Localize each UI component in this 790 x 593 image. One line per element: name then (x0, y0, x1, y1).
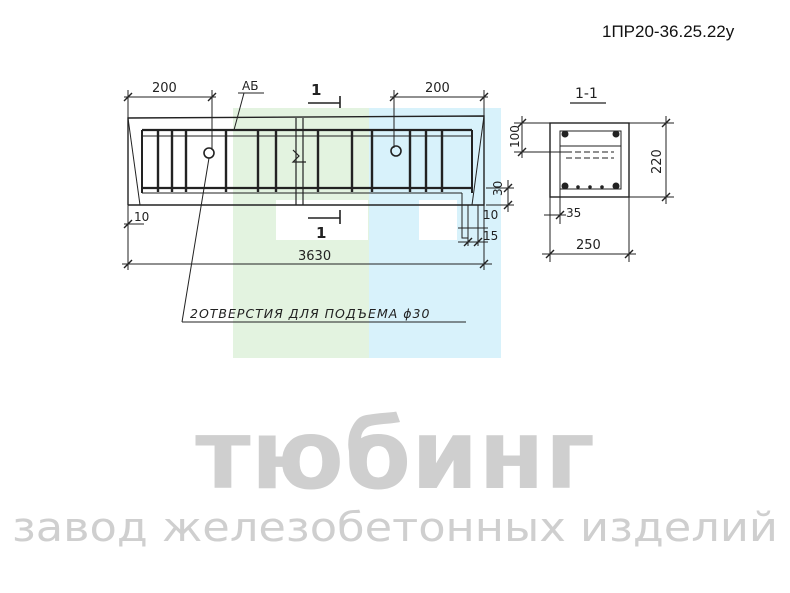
dim-35: 35 (566, 206, 581, 220)
section-cage (559, 130, 622, 190)
brand-name: тюбинг (195, 399, 595, 511)
dim-15: 15 (483, 229, 498, 243)
section-mark-bottom: 1 (316, 224, 326, 242)
dim-right-200: 200 (425, 81, 450, 96)
holes-note: 2ОТВЕРСТИЯ ДЛЯ ПОДЪЕМА ϕ30 (190, 306, 430, 321)
dimensions-elevation (122, 90, 514, 323)
section-outline (549, 122, 630, 198)
brand-tagline: завод железобетонных изделий (12, 505, 778, 551)
dim-250: 250 (576, 238, 601, 253)
break-line (291, 118, 306, 205)
dim-10-left: 10 (134, 210, 149, 224)
dim-left-200: 200 (152, 81, 177, 96)
dim-total-3630: 3630 (298, 249, 331, 264)
section-label: 1-1 (575, 86, 598, 102)
section-mark-top: 1 (311, 81, 321, 99)
dimensions-section (514, 102, 674, 262)
section-rebars (561, 130, 620, 190)
stirrups (156, 130, 444, 192)
drawing-code: 1ПР20-36.25.22у (602, 22, 735, 41)
lifting-hole-right (390, 145, 402, 157)
watermark-cutout (276, 200, 368, 240)
watermark-cutout (419, 200, 457, 240)
cross-section (549, 122, 630, 198)
label-ab: АБ (242, 79, 258, 93)
dim-220: 220 (650, 149, 665, 174)
dim-30: 30 (491, 181, 505, 196)
dim-10-right: 10 (483, 208, 498, 222)
dim-100: 100 (508, 125, 522, 148)
holes-leader (181, 157, 210, 323)
